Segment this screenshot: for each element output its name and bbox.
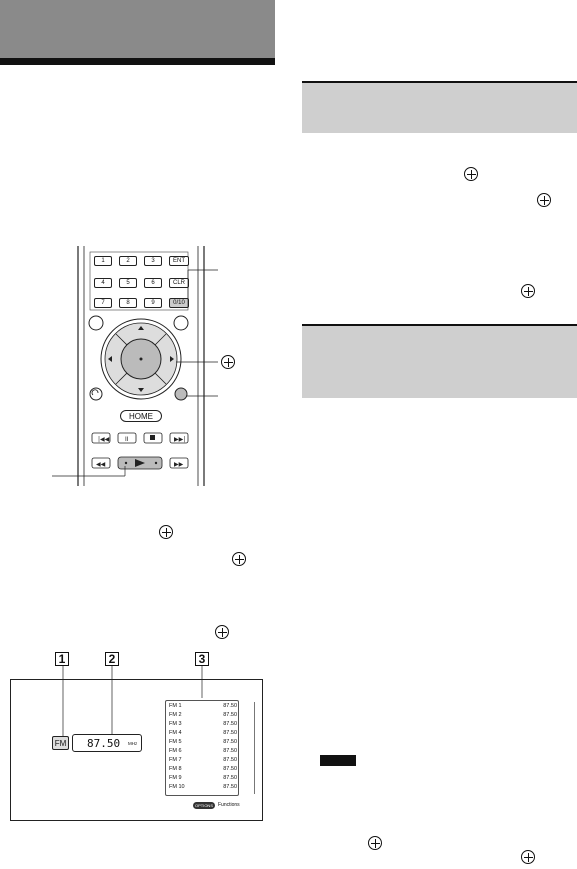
heading-panel-1 [302,81,577,133]
remote-illustration: |◀◀ II ▶▶| ◀◀ ▶▶ 1 2 3 ENT 4 5 6 CLR 7 8… [74,246,208,486]
frequency-value: 87.50 [87,737,121,750]
band-indicator: FM [52,736,69,750]
section-header-bar [0,0,275,58]
remote-key-5: 5 [119,278,137,288]
enter-icon [221,355,235,369]
note-label-bar [320,755,356,766]
section-header-rule [0,58,275,65]
remote-key-9: 9 [144,298,162,308]
remote-key-ent: ENT [169,256,189,266]
remote-outline: |◀◀ II ▶▶| ◀◀ ▶▶ [77,246,205,486]
remote-key-6: 6 [144,278,162,288]
svg-text:II: II [125,436,129,443]
remote-key-8: 8 [119,298,137,308]
enter-icon [521,850,535,864]
enter-icon [159,525,173,539]
svg-text:▶▶: ▶▶ [174,461,184,468]
remote-key-clr: CLR [169,278,189,288]
preset-scrollbar [254,702,255,794]
callout-2: 2 [105,652,119,666]
options-label: Functions [218,802,240,808]
remote-key-0-10: 0/10 [169,298,189,308]
svg-text:▶▶|: ▶▶| [174,436,185,443]
frequency-display: 87.50 MHz [72,734,142,752]
note-label: Note [322,755,339,764]
svg-text:◀◀: ◀◀ [96,461,106,468]
remote-key-3: 3 [144,256,162,266]
callout-1: 1 [55,652,69,666]
enter-icon [537,193,551,207]
callout-3: 3 [195,652,209,666]
enter-icon [368,836,382,850]
remote-key-2: 2 [119,256,137,266]
frequency-unit: MHz [128,741,138,746]
enter-icon [521,284,535,298]
heading-panel-2 [302,324,577,398]
options-button-icon: OPTIONS [193,802,215,809]
enter-icon [232,552,246,566]
remote-key-1: 1 [94,256,112,266]
enter-icon [464,167,478,181]
enter-icon [215,625,229,639]
remote-home-button: HOME [120,410,162,422]
remote-key-4: 4 [94,278,112,288]
svg-text:|◀◀: |◀◀ [98,436,110,443]
remote-key-7: 7 [94,298,112,308]
